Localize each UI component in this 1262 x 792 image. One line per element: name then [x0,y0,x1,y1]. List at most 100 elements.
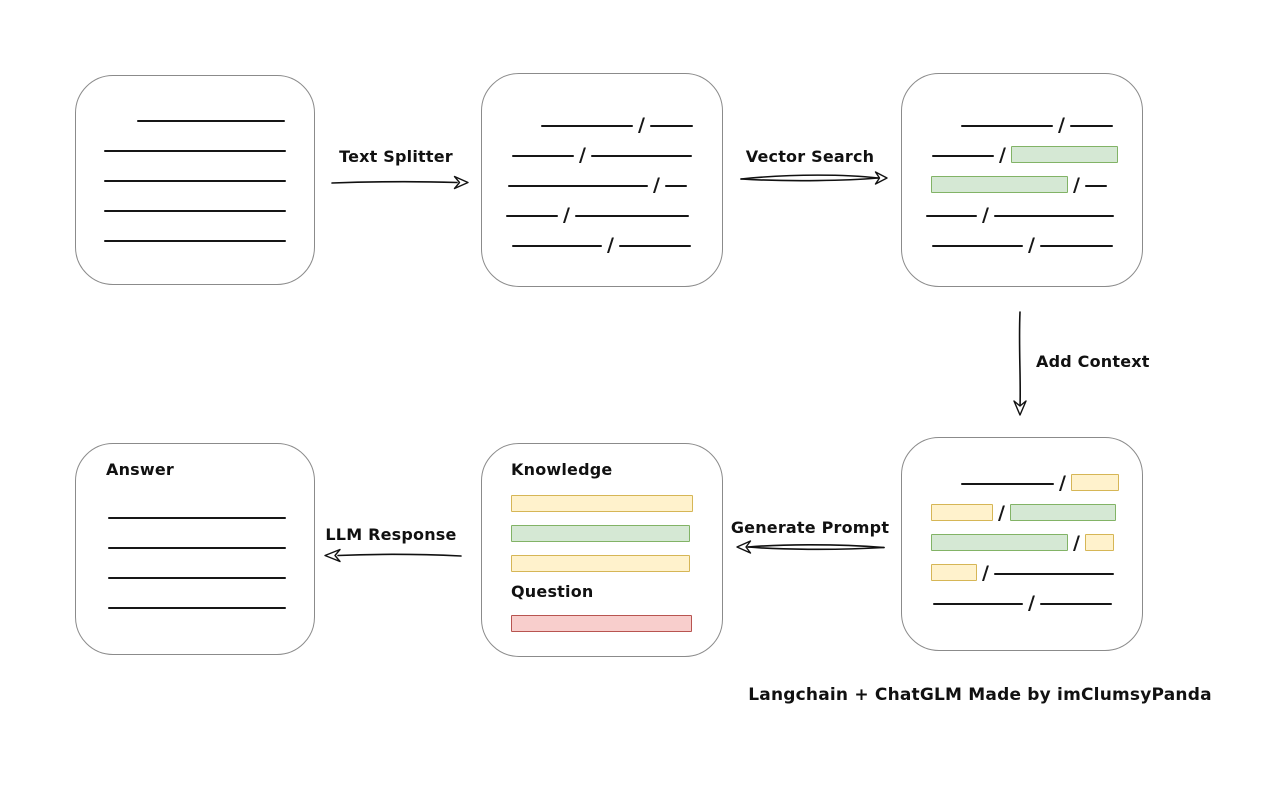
answer-label: Answer [106,460,175,479]
text-line [933,603,1023,605]
segment-row [511,483,693,513]
spacer [926,163,932,164]
yellow-chunk [931,564,977,581]
spacer [926,193,931,194]
segment-row: / [926,194,1118,226]
add-context-label: Add Context [1036,352,1150,371]
yellow-chunk [511,495,693,512]
segment-row [104,99,286,129]
segment-row [511,513,693,543]
slash-separator: / [1073,174,1080,196]
segment-row: / [926,134,1118,165]
segment-row: / [506,134,693,166]
vector-search-arrow [740,171,888,185]
segment-row: / [506,194,693,225]
segment-row: / [926,164,1118,196]
knowledge-bars [511,483,693,573]
slash-separator: / [607,234,614,256]
text-line [590,155,692,157]
green-chunk [1010,146,1118,163]
segment-row [104,159,286,189]
segment-row: / [926,522,1119,554]
text-line [932,155,994,157]
segment-row [511,543,693,573]
slash-separator: / [579,144,586,166]
segment-row: / [926,492,1119,524]
spacer [926,581,931,582]
spacer [506,163,512,164]
slash-separator: / [1059,472,1066,494]
segment-row: / [926,582,1119,614]
slash-separator: / [1073,532,1080,554]
green-chunk [931,534,1068,551]
text-line [993,215,1114,217]
spacer [926,521,931,522]
text-line [1069,125,1113,127]
segment-row [108,586,286,616]
segment-row [108,496,286,526]
answer-lines [108,496,286,616]
yellow-chunk [1084,534,1114,551]
slash-separator: / [638,114,645,136]
generate-prompt-label: Generate Prompt [730,518,890,537]
slash-separator: / [1028,234,1035,256]
question-label: Question [511,582,594,601]
slash-separator: / [982,204,989,226]
node-source-document [75,75,315,285]
generate-prompt-arrow [736,540,885,554]
context-chunks-rows: / / / / / [926,462,1119,614]
knowledge-label: Knowledge [511,460,613,479]
question-bar [511,603,692,633]
segment-row [108,556,286,586]
text-line [926,215,977,217]
spacer [926,253,932,254]
text-line [618,245,691,247]
text-line [1039,603,1112,605]
node-answer: Answer [75,443,315,655]
text-line [108,577,286,579]
add-context-arrow [1013,311,1027,416]
slash-separator: / [982,562,989,584]
text-line [574,215,689,217]
text-splitter-label: Text Splitter [339,147,453,166]
text-line [993,573,1114,575]
text-line [508,185,648,187]
red-chunk [511,615,692,632]
source-document-lines [104,99,286,249]
spacer [104,128,137,129]
segment-row [104,219,286,249]
text-line [961,125,1053,127]
slash-separator: / [998,502,1005,524]
text-line [104,240,286,242]
segment-row [108,526,286,556]
text-line [1084,185,1107,187]
caption: Langchain + ChatGLM Made by imClumsyPand… [748,685,1212,705]
text-splitter-arrow [331,175,469,190]
node-context-chunks: / / / / / [901,437,1143,651]
text-line [512,245,602,247]
text-line [506,215,558,217]
segment-row [104,189,286,219]
text-line [649,125,693,127]
text-line [512,155,574,157]
segment-row: / [926,224,1118,256]
slash-separator: / [653,174,660,196]
vector-search-label: Vector Search [745,147,875,166]
spacer [926,611,933,612]
yellow-chunk [931,504,993,521]
slash-separator: / [1028,592,1035,614]
segment-row: / [506,104,693,136]
segment-row: / [506,164,693,196]
text-line [541,125,633,127]
text-line [961,483,1054,485]
spacer [926,133,961,134]
llm-response-arrow [324,548,462,563]
spacer [506,253,512,254]
spacer [926,491,961,492]
node-split-chunks: ///// [481,73,723,287]
split-chunks-rows: ///// [506,104,693,256]
node-prompt: Knowledge Question [481,443,723,657]
text-line [137,120,285,122]
llm-response-label: LLM Response [325,525,457,544]
